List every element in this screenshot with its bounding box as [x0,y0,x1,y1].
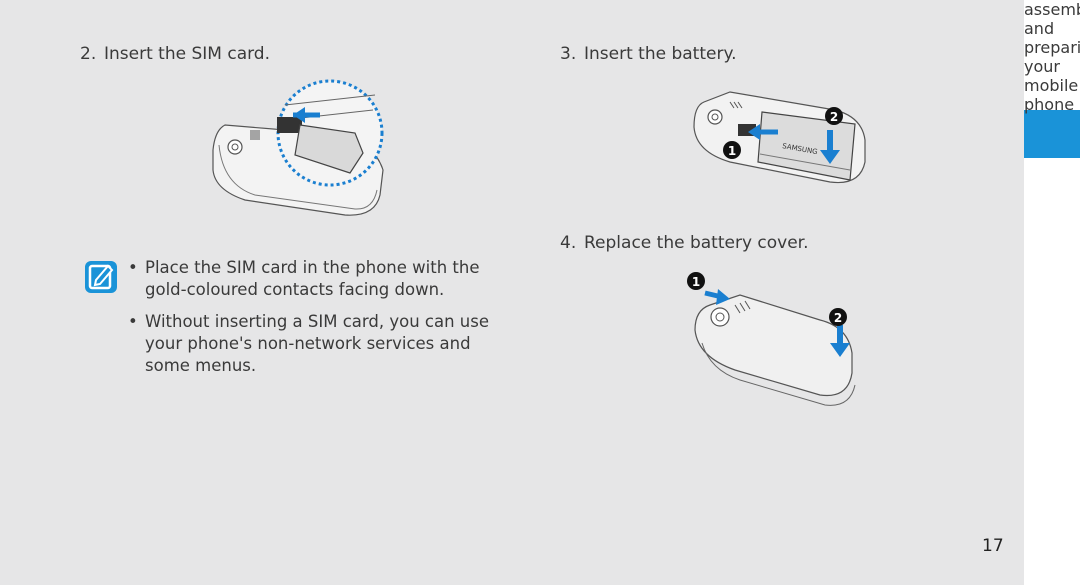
step-2-number: 2. [80,44,97,64]
step-4-heading: 4. Replace the battery cover. [560,233,809,253]
chapter-tab [1024,110,1080,158]
svg-text:2: 2 [830,110,838,124]
battery-illustration: SAMSUNG 1 2 [693,91,866,184]
step-3-heading: 3. Insert the battery. [560,44,737,64]
bullet: • [128,312,138,331]
step-4-number: 4. [560,233,577,253]
note-item: • Place the SIM card in the phone with t… [128,257,508,301]
note-text: Place the SIM card in the phone with the… [145,258,480,299]
svg-text:2: 2 [834,311,842,325]
step-3-label: Insert the battery. [584,44,737,64]
callout-2-icon [829,308,847,326]
note-text: Without inserting a SIM card, you can us… [145,312,490,375]
step-2-label: Insert the SIM card. [104,44,270,64]
page-number: 17 [982,536,1004,556]
callout-1-icon [723,141,741,159]
bullet: • [128,258,138,277]
arrow-icon [820,150,840,164]
step-2-heading: 2. Insert the SIM card. [80,44,270,64]
note-icon [85,261,117,293]
chapter-title: assembling and preparing your mobile pho… [1024,0,1080,114]
note-item: • Without inserting a SIM card, you can … [128,311,508,377]
step-3-number: 3. [560,44,577,64]
callout-2-icon [825,107,843,125]
step-4-label: Replace the battery cover. [584,233,809,253]
arrow-icon [830,343,850,357]
battery-cover-illustration: 1 2 [687,272,856,406]
arrow-icon [748,124,760,140]
arrow-icon [716,289,730,305]
svg-text:1: 1 [728,144,736,158]
chapter-sidebar [1024,0,1080,585]
sim-card-illustration [212,79,384,216]
callout-1-icon [687,272,705,290]
svg-text:1: 1 [692,275,700,289]
